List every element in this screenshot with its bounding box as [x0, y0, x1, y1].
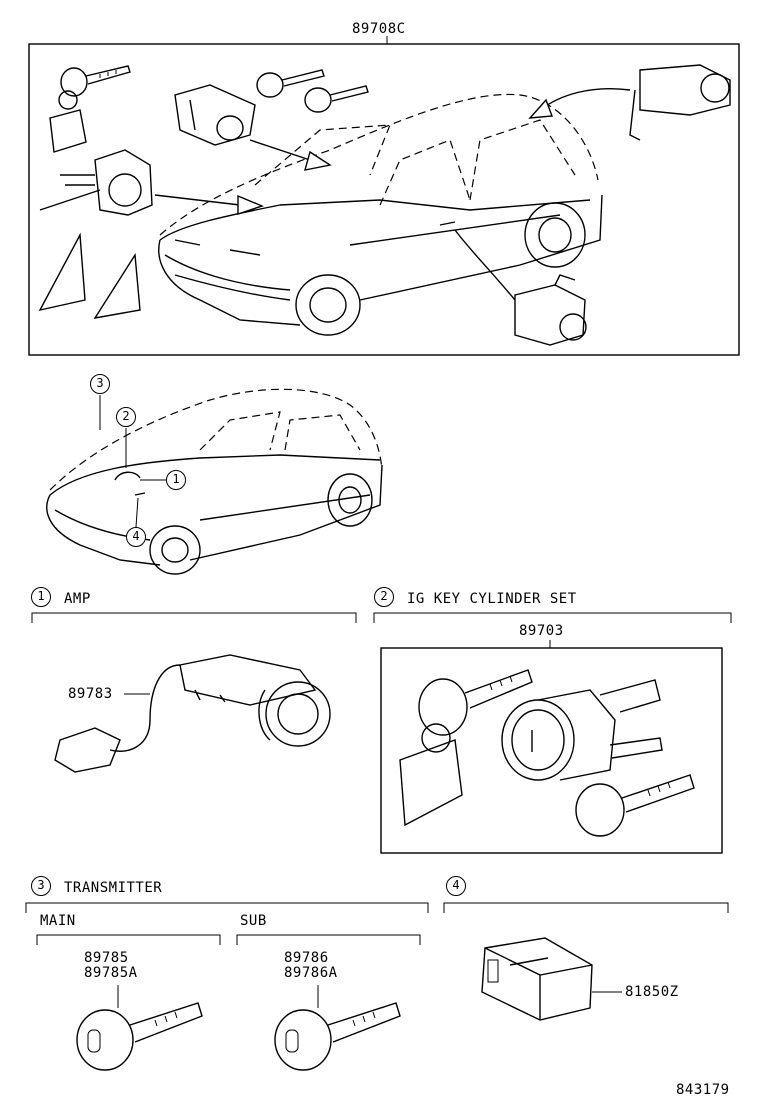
kit-box [28, 43, 740, 356]
main-part-number-1: 89785 [84, 950, 129, 966]
rear-lock-cylinder-illustration [629, 64, 731, 141]
callout-3: 3 [90, 374, 110, 394]
section-amp-title: AMP [64, 591, 91, 607]
section-transmitter-bracket [25, 902, 429, 913]
ig-kit-box [380, 647, 723, 854]
kit-part-number: 89708C [352, 21, 406, 37]
amp-illustration [54, 654, 331, 773]
car-illustration-large [158, 93, 603, 336]
arrow-3-head [528, 98, 553, 119]
main-part-number-2: 89785A [84, 965, 138, 981]
section-transmitter-title: TRANSMITTER [64, 880, 163, 896]
ig-part-number: 89703 [519, 623, 564, 639]
callout-4-leader [135, 497, 139, 528]
transmitter-main-key-illustration [76, 1002, 203, 1071]
arrow-2 [154, 194, 241, 206]
sub-part-number-1: 89786 [284, 950, 329, 966]
diagram-id: 843179 [676, 1082, 730, 1098]
arrow-1-head [304, 150, 332, 171]
transmitter-sub-label: SUB [240, 913, 267, 929]
section-amp-index: 1 [31, 587, 51, 607]
callout-1: 1 [166, 470, 186, 490]
key-small-2 [304, 85, 369, 113]
car-illustration-locator [46, 388, 383, 575]
section-transmitter-index: 3 [31, 876, 51, 896]
transmitter-main-bracket [36, 934, 221, 945]
module-81850z-illustration [481, 937, 593, 1021]
callout-4: 4 [126, 527, 146, 547]
hood-lock-cylinder-illustration [174, 84, 256, 146]
section-amp-bracket [31, 612, 357, 623]
module-part-number: 81850Z [625, 984, 679, 1000]
arrow-3 [539, 88, 631, 111]
section-ig-title: IG KEY CYLINDER SET [407, 591, 577, 607]
section-ig-index: 2 [374, 587, 394, 607]
sub-part-number-2: 89786A [284, 965, 338, 981]
key-with-tag-illustration [49, 65, 131, 153]
amp-part-number: 89783 [68, 686, 113, 702]
ig-key-illustration [399, 669, 533, 827]
tag-triangle-1 [38, 232, 86, 312]
key-small-1 [256, 69, 325, 98]
transmitter-main-label: MAIN [40, 913, 76, 929]
arrow-1 [249, 139, 311, 161]
callout-2: 2 [116, 407, 136, 427]
section-ig-bracket [373, 612, 732, 623]
transmitter-sub-key-illustration [274, 1002, 401, 1071]
door-lock-cylinder-illustration [39, 149, 153, 216]
door-lock-cylinder-bottom-illustration [514, 274, 587, 346]
connector-door [454, 229, 516, 301]
ig-cylinder-illustration [501, 679, 663, 781]
tag-triangle-2 [93, 252, 141, 319]
ig-second-key-illustration [575, 774, 695, 837]
section-4-index: 4 [446, 876, 466, 896]
arrow-2-head [237, 194, 264, 215]
section-4-bracket [443, 902, 729, 913]
transmitter-sub-bracket [236, 934, 421, 945]
